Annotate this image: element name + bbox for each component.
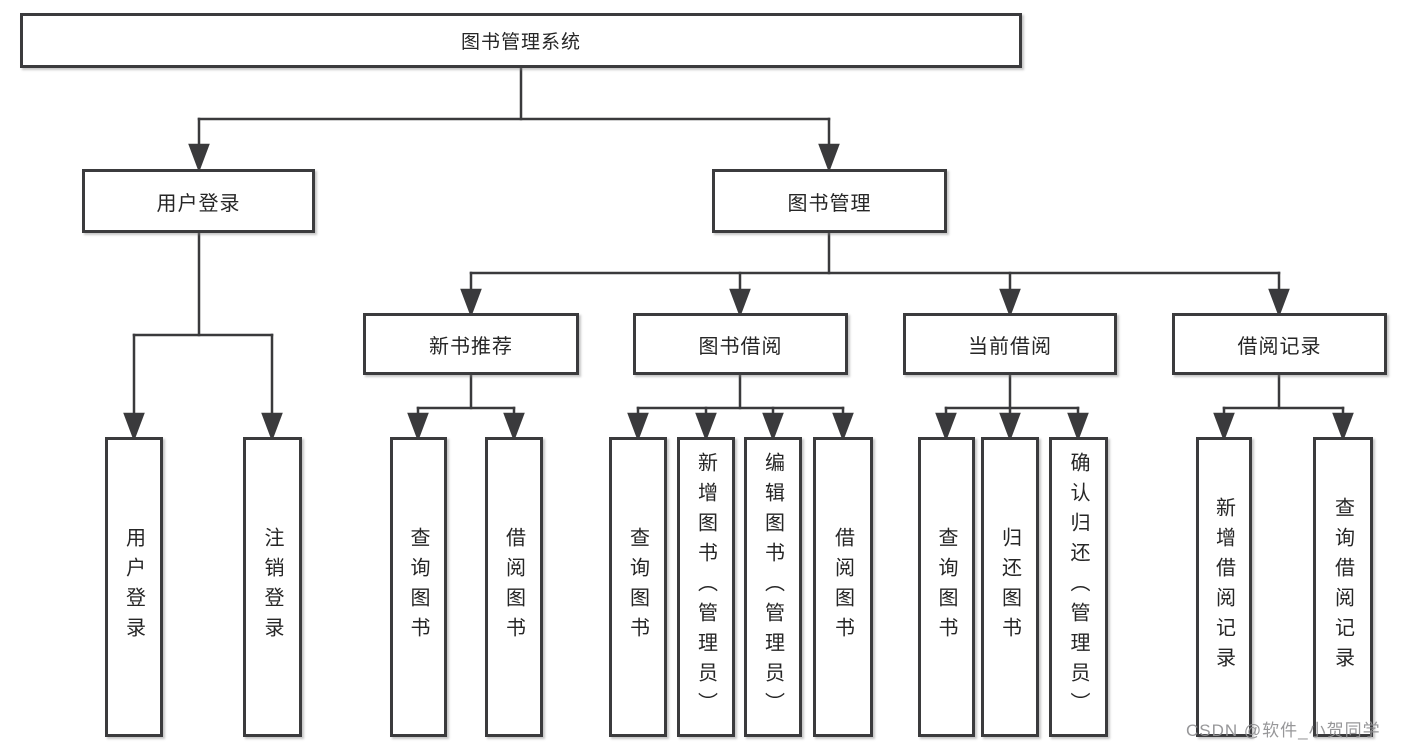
connector-root-to-level2 — [188, 66, 840, 173]
connector-user-login-to-leaves — [123, 231, 283, 442]
leaf-recommend-borrow-books: 借阅图书 — [485, 437, 543, 737]
leaf-borrowing-borrow-books: 借阅图书 — [813, 437, 873, 737]
leaf-logout: 注销登录 — [243, 437, 302, 737]
connector-book-borrowing-to-leaves — [627, 373, 854, 442]
node-book-management: 图书管理 — [712, 169, 947, 233]
watermark-text: CSDN @软件_小贺同学 — [1186, 721, 1381, 740]
leaf-current-search-books: 查询图书 — [918, 437, 975, 737]
node-library-management-system: 图书管理系统 — [20, 13, 1022, 68]
leaf-user-login: 用户登录 — [105, 437, 163, 737]
leaf-current-confirm-return-admin: 确认归还（管理员） — [1049, 437, 1108, 737]
connector-current-borrowing-to-leaves — [935, 373, 1089, 442]
node-current-borrowing: 当前借阅 — [903, 313, 1117, 375]
leaf-borrowing-add-books-admin: 新增图书（管理员） — [677, 437, 735, 737]
leaf-current-return-books: 归还图书 — [981, 437, 1039, 737]
connector-borrow-records-to-leaves — [1213, 373, 1354, 442]
leaf-recommend-search-books: 查询图书 — [390, 437, 447, 737]
node-book-borrowing: 图书借阅 — [633, 313, 848, 375]
leaf-borrowing-search-books: 查询图书 — [609, 437, 667, 737]
leaf-records-search-borrow-record: 查询借阅记录 — [1313, 437, 1373, 737]
node-user-login: 用户登录 — [82, 169, 315, 233]
node-new-book-recommend: 新书推荐 — [363, 313, 579, 375]
leaf-records-add-borrow-record: 新增借阅记录 — [1196, 437, 1252, 737]
node-borrow-records: 借阅记录 — [1172, 313, 1387, 375]
leaf-borrowing-edit-books-admin: 编辑图书（管理员） — [744, 437, 802, 737]
connector-book-management-to-level3 — [460, 231, 1290, 318]
connector-new-book-recommend-to-leaves — [407, 373, 525, 442]
